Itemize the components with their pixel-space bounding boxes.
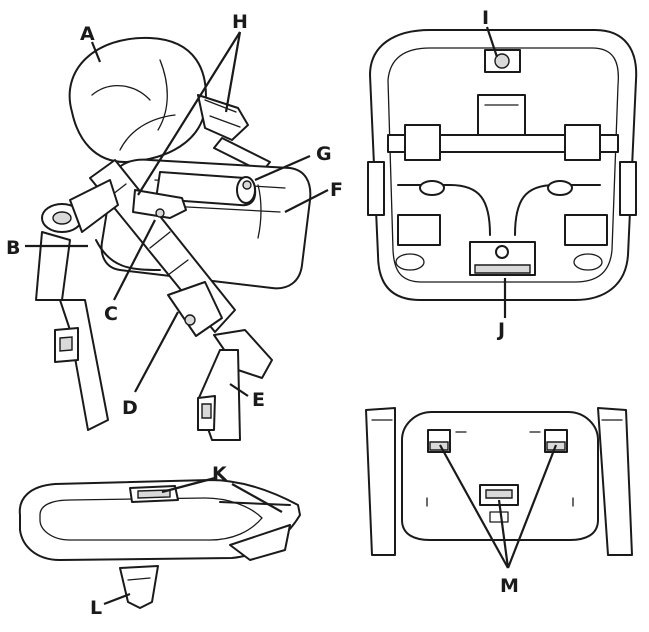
leader-M1 <box>439 444 509 569</box>
callout-M: M <box>500 575 519 597</box>
leader-K1 <box>161 476 216 494</box>
left-strap <box>54 299 109 431</box>
leader-H1 <box>137 31 241 196</box>
seat-assembly-view <box>35 36 312 441</box>
leader-L <box>103 592 131 606</box>
callout-E: E <box>252 389 265 411</box>
callout-C: C <box>104 303 118 325</box>
leader-M3 <box>497 499 510 569</box>
support-tube <box>89 159 236 337</box>
recline-handle <box>469 241 536 276</box>
callout-H: H <box>232 11 248 33</box>
leader-H2 <box>224 31 242 113</box>
callout-B: B <box>6 237 20 259</box>
tray-release-latch <box>119 565 159 609</box>
callout-F: F <box>330 179 343 201</box>
leader-G <box>254 154 311 182</box>
callout-I: I <box>482 7 489 29</box>
callout-J: J <box>496 319 505 341</box>
rear-strap-channel <box>197 94 271 173</box>
harness-clip <box>132 189 187 219</box>
leader-C <box>113 219 156 301</box>
leader-A <box>90 41 102 63</box>
top-release-handle <box>484 49 521 73</box>
crotch-strap <box>197 329 273 441</box>
leader-F <box>284 189 329 213</box>
leader-E <box>229 383 249 397</box>
tray-view <box>18 479 301 609</box>
head-cushion <box>68 36 207 163</box>
seat-underside-view <box>365 407 633 556</box>
callout-L: L <box>90 597 102 619</box>
leader-D <box>134 311 179 393</box>
seat-shell-view <box>367 29 638 301</box>
callout-G: G <box>316 143 332 165</box>
side-arm <box>35 179 161 301</box>
leader-lines <box>25 26 558 606</box>
callout-D: D <box>122 397 138 419</box>
callout-labels: A B C D E F G H I J K L M <box>6 7 519 619</box>
leader-M2 <box>506 444 558 569</box>
leader-I <box>485 26 499 58</box>
leader-K2 <box>231 483 283 513</box>
callout-K: K <box>212 463 228 485</box>
callout-A: A <box>80 23 95 45</box>
